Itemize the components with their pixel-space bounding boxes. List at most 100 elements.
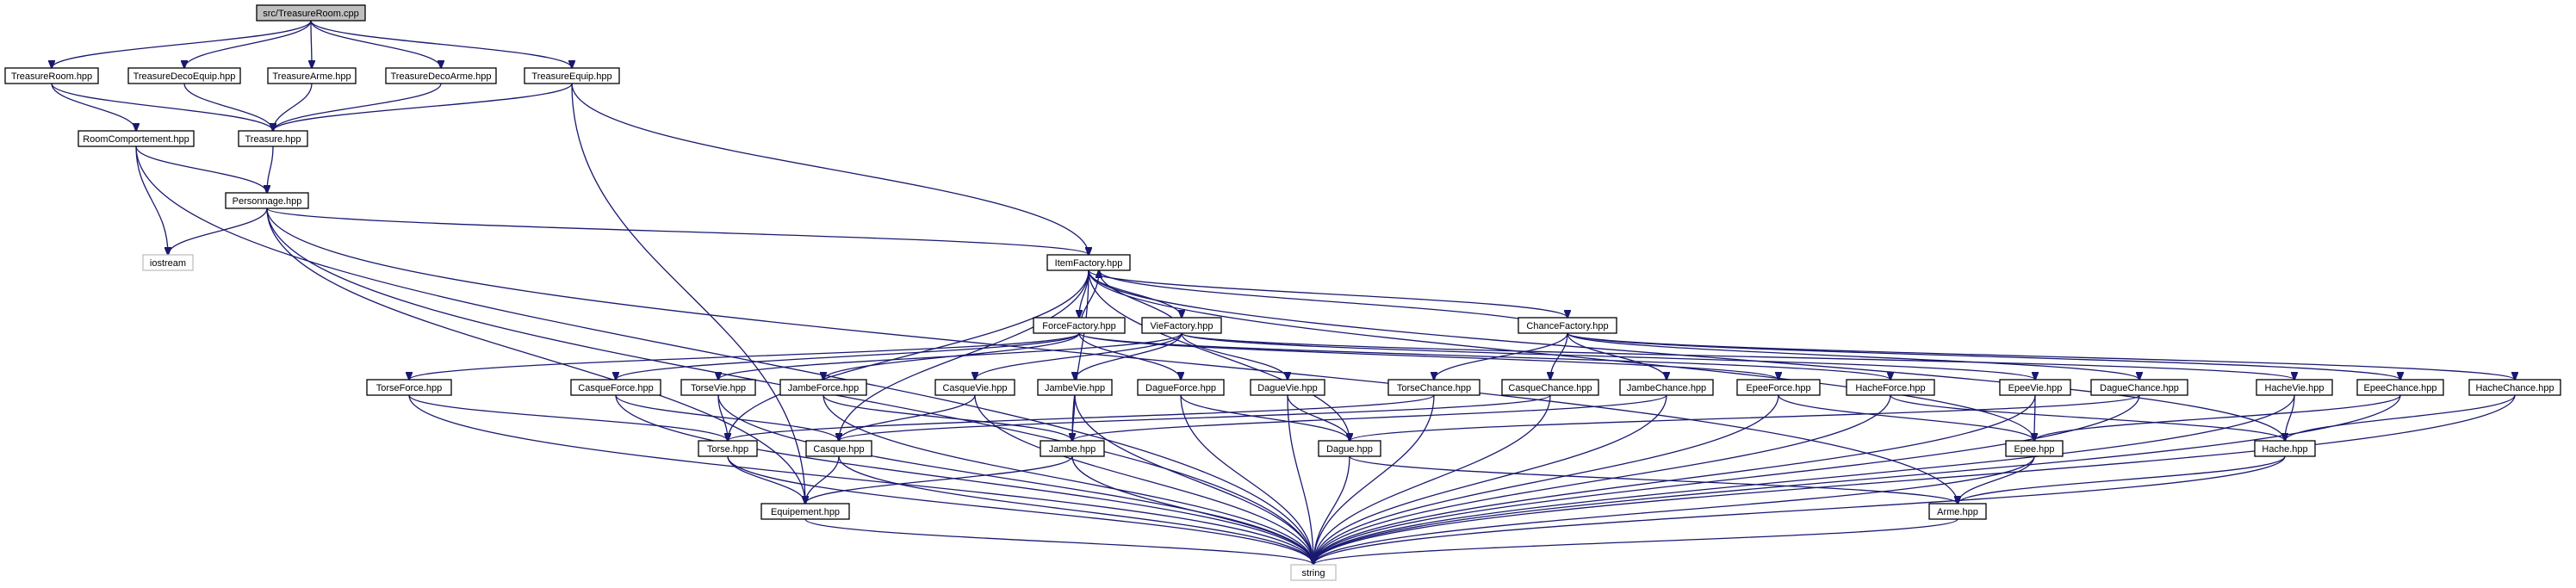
node-box-roomcomportement-hpp bbox=[78, 130, 195, 147]
node-box-chancefactory-hpp bbox=[1518, 317, 1617, 334]
edge-treasure-hpp-to-personnage-hpp bbox=[267, 145, 274, 193]
node-hachechance-hpp[interactable]: HacheChance.hpp bbox=[2468, 379, 2561, 396]
node-forcefactory-hpp[interactable]: ForceFactory.hpp bbox=[1033, 317, 1126, 334]
edge-personnage-hpp-to-equipement-hpp bbox=[266, 207, 805, 504]
edge-jambevie-hpp-to-string bbox=[1074, 394, 1313, 565]
node-box-hacheforce-hpp bbox=[1846, 379, 1935, 396]
node-box-arme-hpp bbox=[1928, 503, 1987, 520]
node-box-treasuredecoequip-hpp bbox=[127, 67, 241, 84]
node-label-arme-hpp: Arme.hpp bbox=[1937, 507, 1978, 517]
node-box-epee-hpp bbox=[2005, 440, 2064, 457]
edge-viefactory-hpp-to-torsevie-hpp bbox=[718, 332, 1182, 380]
node-label-treasureroom-hpp: TreasureRoom.hpp bbox=[11, 71, 92, 82]
node-personnage-hpp[interactable]: Personnage.hpp bbox=[225, 192, 309, 209]
node-dagueforce-hpp[interactable]: DagueForce.hpp bbox=[1137, 379, 1225, 396]
node-equipement-hpp[interactable]: Equipement.hpp bbox=[760, 503, 850, 520]
node-label-epeechance-hpp: EpeeChance.hpp bbox=[2363, 383, 2436, 393]
node-casquevie-hpp[interactable]: CasqueVie.hpp bbox=[934, 379, 1015, 396]
node-epeevie-hpp[interactable]: EpeeVie.hpp bbox=[1999, 379, 2071, 396]
edge-treasureequip-hpp-to-treasure-hpp bbox=[273, 83, 573, 131]
edge-epeevie-hpp-to-epee-hpp bbox=[2034, 394, 2035, 441]
edge-forcefactory-hpp-to-casqueforce-hpp bbox=[616, 332, 1080, 380]
edge-hachechance-hpp-to-hache-hpp bbox=[2285, 394, 2516, 441]
edge-forcefactory-hpp-to-hacheforce-hpp bbox=[1078, 332, 1890, 380]
node-jambe-hpp[interactable]: Jambe.hpp bbox=[1040, 440, 1105, 457]
node-box-torse-hpp bbox=[698, 440, 758, 457]
edge-arme-hpp-to-string bbox=[1313, 518, 1958, 565]
edge-hachechance-hpp-to-string bbox=[1313, 394, 2516, 565]
node-hachevie-hpp[interactable]: HacheVie.hpp bbox=[2256, 379, 2333, 396]
edge-treasureroom-hpp-to-roomcomportement-hpp bbox=[51, 83, 136, 131]
edge-chancefactory-hpp-to-torsechance-hpp bbox=[1434, 332, 1568, 380]
node-box-jambeforce-hpp bbox=[779, 379, 867, 396]
edge-torse-hpp-to-string bbox=[727, 455, 1313, 565]
node-box-string bbox=[1290, 564, 1337, 581]
node-dague-hpp[interactable]: Dague.hpp bbox=[1318, 440, 1381, 457]
edge-treasureequip-hpp-to-itemfactory-hpp bbox=[571, 83, 1089, 255]
edge-hache-hpp-to-arme-hpp bbox=[1958, 455, 2286, 504]
node-treasure-hpp[interactable]: Treasure.hpp bbox=[238, 130, 308, 147]
node-treasurearme-hpp[interactable]: TreasureArme.hpp bbox=[267, 67, 357, 84]
edge-casque-hpp-to-equipement-hpp bbox=[805, 455, 840, 504]
edge-daguechance-hpp-to-string bbox=[1313, 394, 2140, 565]
node-box-treasurearme-hpp bbox=[267, 67, 357, 84]
edge-viefactory-hpp-to-epeevie-hpp bbox=[1181, 332, 2035, 380]
node-label-jambe-hpp: Jambe.hpp bbox=[1049, 444, 1096, 455]
edge-treasureroom-cpp-to-treasureequip-hpp bbox=[310, 20, 572, 68]
node-label-torse-hpp: Torse.hpp bbox=[707, 444, 748, 455]
node-viefactory-hpp[interactable]: VieFactory.hpp bbox=[1141, 317, 1222, 334]
node-treasureroom-hpp[interactable]: TreasureRoom.hpp bbox=[4, 67, 99, 84]
node-jambechance-hpp[interactable]: JambeChance.hpp bbox=[1619, 379, 1714, 396]
node-label-hache-hpp: Hache.hpp bbox=[2262, 444, 2307, 455]
node-box-treasureroom-cpp bbox=[256, 4, 366, 22]
node-casque-hpp[interactable]: Casque.hpp bbox=[805, 440, 872, 457]
node-box-torsevie-hpp bbox=[680, 379, 756, 396]
node-label-casqueforce-hpp: CasqueForce.hpp bbox=[578, 383, 653, 393]
edge-jambeforce-hpp-to-string bbox=[822, 394, 1313, 565]
edge-forcefactory-hpp-to-torseforce-hpp bbox=[409, 332, 1080, 380]
node-label-daguevie-hpp: DagueVie.hpp bbox=[1257, 383, 1318, 393]
node-hache-hpp[interactable]: Hache.hpp bbox=[2254, 440, 2316, 457]
node-label-torsechance-hpp: TorseChance.hpp bbox=[1397, 383, 1471, 393]
edge-torsechance-hpp-to-torse-hpp bbox=[728, 394, 1435, 441]
node-itemfactory-hpp[interactable]: ItemFactory.hpp bbox=[1046, 254, 1131, 271]
node-treasureroom-cpp[interactable]: src/TreasureRoom.cpp bbox=[256, 4, 366, 22]
node-jambevie-hpp[interactable]: JambeVie.hpp bbox=[1037, 379, 1113, 396]
node-torsechance-hpp[interactable]: TorseChance.hpp bbox=[1387, 379, 1480, 396]
edge-hacheforce-hpp-to-string bbox=[1313, 394, 1891, 565]
node-box-treasure-hpp bbox=[238, 130, 308, 147]
node-roomcomportement-hpp[interactable]: RoomComportement.hpp bbox=[78, 130, 195, 147]
node-casqueforce-hpp[interactable]: CasqueForce.hpp bbox=[570, 379, 661, 396]
node-box-treasureroom-hpp bbox=[4, 67, 99, 84]
node-torsevie-hpp[interactable]: TorseVie.hpp bbox=[680, 379, 756, 396]
node-treasuredecoarme-hpp[interactable]: TreasureDecoArme.hpp bbox=[385, 67, 497, 84]
edge-epeechance-hpp-to-string bbox=[1313, 394, 2401, 565]
edge-chancefactory-hpp-to-hachechance-hpp bbox=[1567, 332, 2515, 380]
node-label-epeevie-hpp: EpeeVie.hpp bbox=[2008, 383, 2063, 393]
node-daguevie-hpp[interactable]: DagueVie.hpp bbox=[1250, 379, 1325, 396]
node-box-dague-hpp bbox=[1318, 440, 1381, 457]
node-epee-hpp[interactable]: Epee.hpp bbox=[2005, 440, 2064, 457]
node-chancefactory-hpp[interactable]: ChanceFactory.hpp bbox=[1518, 317, 1617, 334]
node-box-torseforce-hpp bbox=[366, 379, 452, 396]
edge-treasureroom-cpp-to-treasuredecoequip-hpp bbox=[184, 20, 312, 68]
node-casquechance-hpp[interactable]: CasqueChance.hpp bbox=[1501, 379, 1599, 396]
node-treasureequip-hpp[interactable]: TreasureEquip.hpp bbox=[524, 67, 620, 84]
node-epeeforce-hpp[interactable]: EpeeForce.hpp bbox=[1736, 379, 1821, 396]
edge-epeechance-hpp-to-epee-hpp bbox=[2034, 394, 2401, 441]
edge-casque-hpp-to-string bbox=[838, 455, 1313, 565]
node-torse-hpp[interactable]: Torse.hpp bbox=[698, 440, 758, 457]
edge-viefactory-hpp-to-jambevie-hpp bbox=[1075, 332, 1182, 380]
node-epeechance-hpp[interactable]: EpeeChance.hpp bbox=[2356, 379, 2444, 396]
node-torseforce-hpp[interactable]: TorseForce.hpp bbox=[366, 379, 452, 396]
node-hacheforce-hpp[interactable]: HacheForce.hpp bbox=[1846, 379, 1935, 396]
edge-jambe-hpp-to-equipement-hpp bbox=[805, 455, 1073, 504]
node-daguechance-hpp[interactable]: DagueChance.hpp bbox=[2090, 379, 2188, 396]
node-box-iostream bbox=[142, 254, 194, 271]
node-label-roomcomportement-hpp: RoomComportement.hpp bbox=[83, 134, 189, 145]
node-arme-hpp[interactable]: Arme.hpp bbox=[1928, 503, 1987, 520]
node-box-jambevie-hpp bbox=[1037, 379, 1113, 396]
edge-casqueforce-hpp-to-string bbox=[615, 394, 1313, 565]
node-jambeforce-hpp[interactable]: JambeForce.hpp bbox=[779, 379, 867, 396]
node-treasuredecoequip-hpp[interactable]: TreasureDecoEquip.hpp bbox=[127, 67, 241, 84]
